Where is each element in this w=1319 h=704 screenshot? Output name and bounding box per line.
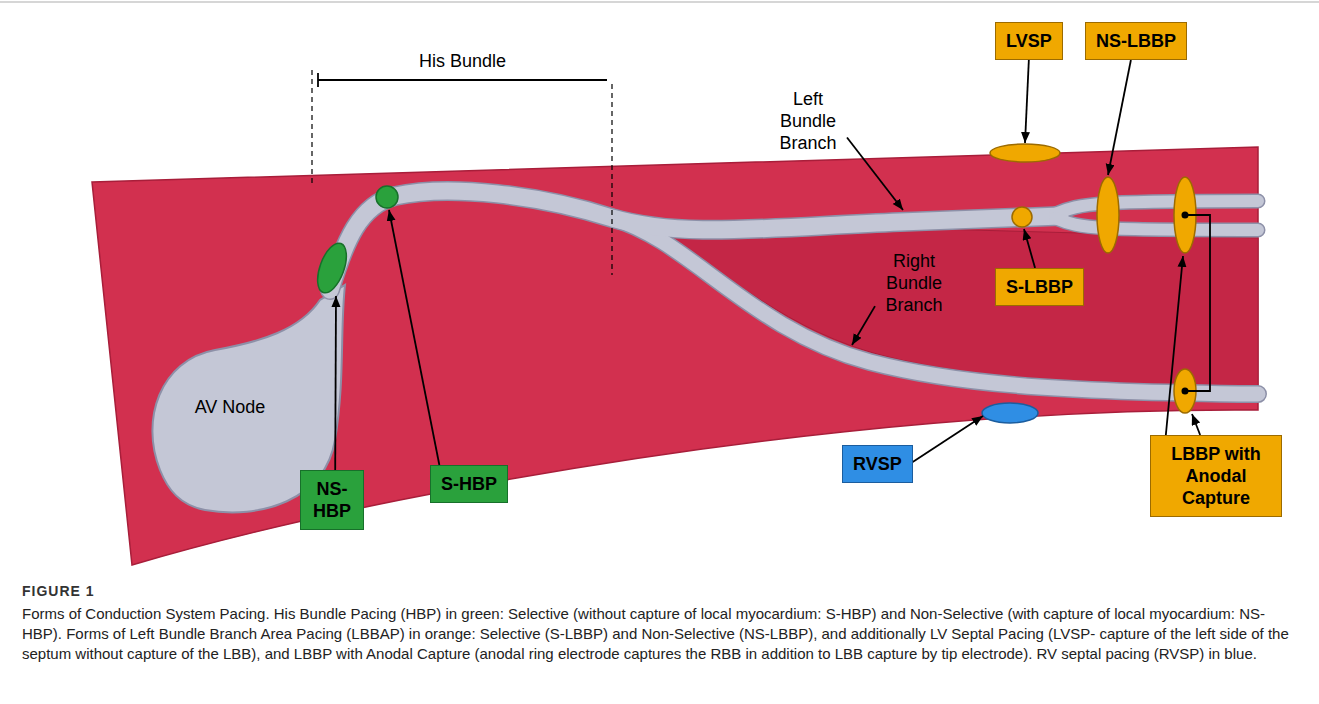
pacing-box: RVSP <box>842 445 913 483</box>
pacing-box: LVSP <box>995 22 1063 60</box>
septum-myocardium <box>92 147 1258 565</box>
leader-arrow <box>1192 414 1200 435</box>
leader-arrow <box>852 306 875 345</box>
ns-lbbp-site <box>1097 177 1119 253</box>
leader-arrow <box>1025 60 1029 143</box>
figure-caption: Forms of Conduction System Pacing. His B… <box>22 604 1297 664</box>
pacing-box: S-HBP <box>430 465 508 503</box>
rvsp-site <box>982 403 1038 423</box>
node-text: NS-LBBP <box>1096 30 1176 52</box>
pacing-box: LBBP with Anodal Capture <box>1150 435 1282 517</box>
leader-arrow <box>913 416 983 462</box>
inner-septum <box>640 228 1258 386</box>
s-hbp-site <box>376 186 398 208</box>
node-text: S-LBBP <box>1006 276 1073 298</box>
lvsp-site <box>990 144 1060 162</box>
lead-wire <box>1185 215 1210 391</box>
leader-arrow <box>847 138 903 211</box>
ns-hbp-site <box>312 239 352 296</box>
node-text: LVSP <box>1006 30 1052 52</box>
node-text: LBBP with Anodal Capture <box>1161 443 1271 509</box>
his-boundary <box>611 84 612 275</box>
leader-lines <box>335 60 1200 470</box>
node-text: RVSP <box>853 453 902 475</box>
structure-label: Right Bundle Branch <box>878 250 950 316</box>
lead-dot <box>1182 388 1189 395</box>
lead-dot <box>1182 212 1189 219</box>
leader-arrow <box>1166 256 1183 435</box>
structure-label: Left Bundle Branch <box>772 88 844 154</box>
node-text: AV Node <box>192 396 268 418</box>
his-bracket <box>317 73 319 87</box>
av-node-label: AV Node <box>192 396 268 418</box>
pacing-box: NS-LBBP <box>1085 22 1187 60</box>
his-bracket <box>318 79 607 81</box>
pacing-box: NS-HBP <box>300 470 364 530</box>
top-rule <box>0 1 1319 3</box>
node-text: NS-HBP <box>311 478 353 522</box>
pacing-box: S-LBBP <box>995 268 1084 306</box>
leader-arrow <box>1108 60 1131 175</box>
his-boundary <box>311 70 312 185</box>
leader-arrow <box>334 296 337 470</box>
node-text: S-HBP <box>441 473 497 495</box>
s-lbbp-site <box>1012 207 1032 227</box>
leader-arrow <box>1024 229 1035 268</box>
leader-arrow <box>389 210 439 465</box>
figure-number: FIGURE 1 <box>22 580 95 602</box>
region-label: His Bundle <box>380 50 545 72</box>
